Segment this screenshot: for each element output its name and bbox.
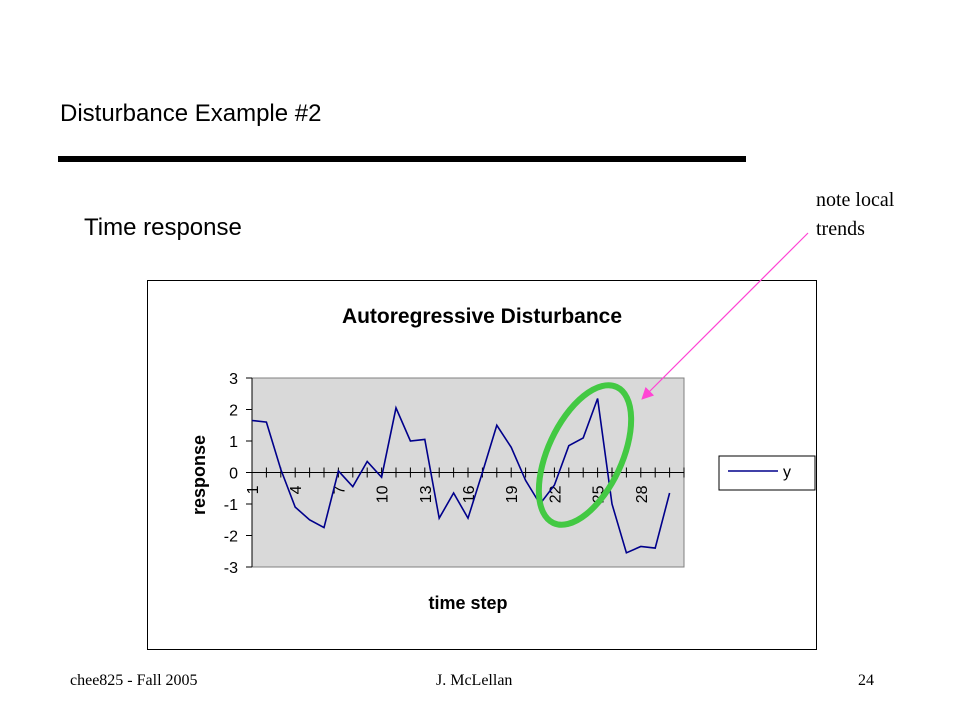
annotation-arrow — [641, 232, 809, 400]
x-tick-label: 13 — [418, 485, 435, 503]
footer-course: chee825 - Fall 2005 — [70, 672, 198, 689]
x-tick-label: 10 — [375, 485, 392, 503]
x-tick-label: 28 — [634, 485, 651, 503]
x-tick-label: 1 — [245, 485, 262, 494]
x-tick-label: 22 — [547, 485, 564, 503]
highlight-ellipse — [535, 382, 635, 528]
y-tick-label: -1 — [224, 497, 238, 514]
y-tick-label: 0 — [229, 466, 238, 483]
y-tick-label: 2 — [229, 403, 238, 420]
y-tick-label: 1 — [229, 434, 238, 451]
y-axis: 3 2 1 0 -1 -2 -3 — [224, 371, 253, 577]
x-tick-label: 4 — [288, 485, 305, 494]
legend-label-y: y — [783, 464, 791, 481]
x-axis-label: time step — [428, 593, 507, 613]
y-axis-label: response — [189, 435, 209, 515]
chart-title: Autoregressive Disturbance — [342, 305, 622, 328]
title-underline — [58, 156, 746, 162]
y-tick-label: 3 — [229, 371, 238, 388]
y-tick-label: -2 — [224, 529, 238, 546]
footer-page-number: 24 — [858, 672, 874, 689]
slide-subtitle: Time response — [84, 214, 242, 241]
annotation-note: note local trends — [816, 189, 895, 240]
slide-title: Disturbance Example #2 — [60, 100, 322, 127]
x-tick-label: 7 — [331, 485, 348, 494]
footer-author: J. McLellan — [436, 672, 513, 689]
series-line-y — [251, 398, 671, 554]
x-tick-label: 19 — [504, 485, 521, 503]
legend: y — [718, 455, 816, 491]
y-tick-label: -3 — [224, 560, 238, 577]
